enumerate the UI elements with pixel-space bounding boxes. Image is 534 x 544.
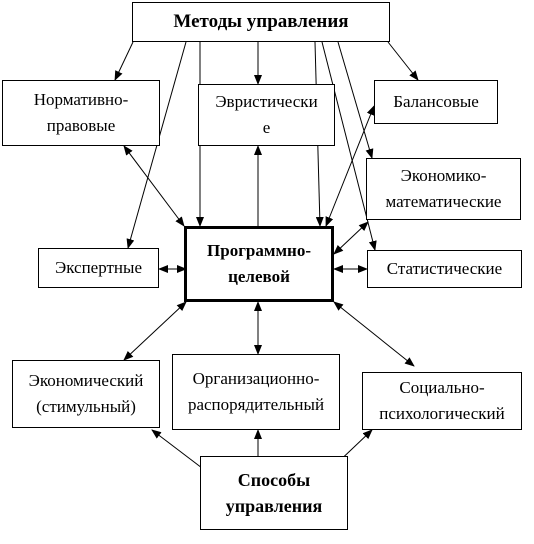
statistical-box: Статистические: [367, 250, 522, 288]
organizational-box: Организационно- распорядительный: [172, 354, 340, 430]
economic-label: Экономический (стимульный): [28, 371, 144, 416]
expert-box: Экспертные: [38, 248, 159, 288]
normative-box: Нормативно- правовые: [2, 80, 160, 146]
arrow-program-normative: [123, 145, 185, 227]
ways-title-box: Способы управления: [200, 456, 348, 530]
methods-title: Методы управления: [173, 11, 349, 32]
arrow-program-economic: [123, 301, 187, 361]
arrow-program-econ-math: [333, 221, 369, 255]
methods-title-box: Методы управления: [132, 2, 390, 42]
arrow-ways-to-economic: [151, 429, 203, 469]
arrow-methods-to-balance: [387, 41, 419, 81]
arrow-methods-to-econ-math: [337, 41, 374, 159]
arrow-program-balance: [325, 105, 375, 227]
social-box: Социально- психологический: [362, 372, 522, 430]
normative-label: Нормативно- правовые: [33, 90, 129, 135]
program-label: Программно- целевой: [207, 241, 311, 286]
organizational-label: Организационно- распорядительный: [187, 369, 325, 414]
program-box: Программно- целевой: [184, 226, 334, 302]
arrow-program-social: [333, 301, 415, 367]
heuristic-box: Эвристически е: [198, 84, 335, 146]
balance-label: Балансовые: [393, 92, 479, 111]
statistical-label: Статистические: [386, 259, 503, 278]
ways-title: Способы управления: [225, 470, 323, 516]
econ-math-label: Экономико- математические: [385, 166, 502, 211]
expert-label: Экспертные: [54, 258, 143, 277]
heuristic-label: Эвристически е: [215, 92, 318, 137]
economic-box: Экономический (стимульный): [12, 360, 160, 428]
arrow-methods-to-normative: [114, 41, 134, 81]
balance-box: Балансовые: [374, 80, 498, 124]
econ-math-box: Экономико- математические: [366, 158, 521, 220]
social-label: Социально- психологический: [379, 378, 505, 423]
